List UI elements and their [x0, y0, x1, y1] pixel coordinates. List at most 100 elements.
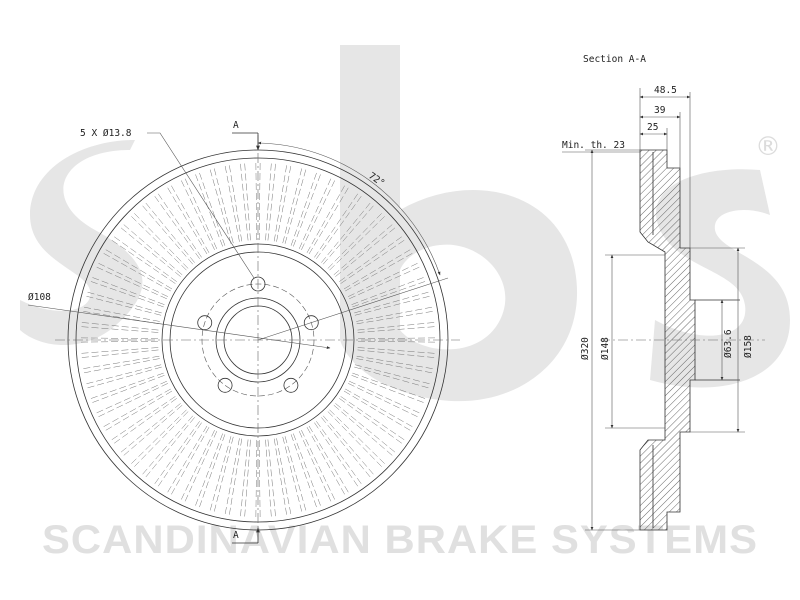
vent-line	[120, 227, 181, 277]
vent-line	[258, 162, 261, 241]
dim-overall-width: 48.5	[654, 85, 677, 96]
bolt-holes-label: 5 X Ø13.8	[80, 128, 132, 139]
vent-line	[357, 337, 436, 340]
vent-line	[357, 349, 436, 358]
vent-line	[130, 409, 187, 465]
vent-line	[267, 439, 276, 518]
vent-line	[265, 439, 272, 518]
vent-line	[357, 326, 436, 333]
vent-line	[153, 421, 200, 485]
vent-line	[194, 173, 223, 247]
vent-line	[357, 340, 436, 343]
min-thickness-label: Min. th. 23	[562, 140, 625, 151]
vent-line	[86, 291, 162, 314]
vent-line	[180, 430, 215, 501]
vent-line	[141, 415, 193, 476]
vent-line	[113, 235, 177, 282]
vent-line	[327, 411, 383, 468]
vent-line	[224, 438, 240, 515]
vent-line	[348, 383, 419, 418]
vent-line	[130, 215, 187, 271]
vent-line	[80, 326, 159, 333]
vent-line	[352, 280, 427, 308]
vent-line	[333, 405, 394, 457]
vent-line	[157, 192, 202, 258]
vent-line	[184, 431, 218, 503]
dim-center-bore: Ø63.6	[723, 329, 734, 358]
vent-line	[255, 439, 258, 518]
vent-line	[351, 375, 425, 404]
vent-line	[357, 322, 436, 331]
vent-line	[120, 403, 181, 453]
vent-line	[82, 355, 160, 370]
vent-line	[97, 383, 168, 418]
sbs-logo-watermark	[20, 45, 790, 402]
vent-line	[343, 390, 412, 432]
vent-line	[89, 280, 164, 308]
vent-line	[80, 347, 159, 354]
dim-hat-height: 39	[654, 105, 666, 116]
vent-line	[95, 380, 167, 414]
vent-line	[345, 388, 414, 428]
vent-line	[102, 252, 171, 292]
vent-line	[314, 422, 359, 488]
vent-line	[83, 306, 160, 322]
vent-line	[354, 366, 430, 389]
angle-dimension-arc	[257, 141, 441, 276]
vent-line	[83, 358, 160, 374]
vent-line	[95, 266, 167, 300]
vent-line	[80, 337, 159, 340]
vent-line	[91, 276, 165, 305]
vent-line	[91, 375, 165, 404]
vent-line	[184, 177, 218, 249]
vent-line	[354, 291, 430, 314]
section-title: Section A-A	[583, 54, 646, 65]
dim-hat-inner-diameter: Ø148	[600, 337, 611, 360]
vent-line	[273, 438, 288, 516]
vent-line	[339, 398, 403, 445]
section-marker-top: A	[233, 120, 239, 131]
vent-line	[356, 306, 433, 322]
vent-line	[166, 425, 208, 494]
vent-line	[145, 417, 195, 478]
bolt-hole	[197, 315, 213, 331]
registered-mark: ®	[755, 132, 781, 162]
vent-line	[308, 425, 350, 494]
vent-line	[290, 434, 318, 509]
vent-line	[244, 439, 251, 518]
vent-line	[194, 433, 223, 507]
dim-outer-diameter: Ø320	[580, 337, 591, 360]
vent-line	[166, 186, 208, 255]
vent-line	[351, 276, 425, 305]
vent-line	[145, 202, 195, 263]
vent-line	[354, 364, 431, 385]
vent-line	[316, 421, 363, 485]
vent-line	[356, 355, 434, 370]
logo-letter-b	[340, 45, 578, 402]
disc-front-view: A A 5 X Ø13.8 72° Ø108	[27, 120, 460, 544]
vent-line	[198, 434, 226, 509]
vent-line	[133, 411, 189, 468]
vent-line	[213, 436, 234, 513]
vent-line	[209, 436, 232, 512]
vent-line	[80, 322, 159, 331]
vent-line	[97, 262, 168, 297]
vent-line	[110, 239, 176, 284]
vent-line	[228, 164, 243, 242]
vent-line	[198, 171, 226, 246]
logo-letter-s-left	[20, 140, 143, 346]
vent-line	[85, 364, 162, 385]
vent-line	[258, 439, 261, 518]
vent-line	[89, 372, 164, 400]
vent-line	[110, 396, 176, 441]
vent-line	[85, 295, 162, 316]
vent-line	[209, 168, 232, 244]
vent-line	[356, 358, 433, 374]
vent-line	[240, 439, 249, 518]
bolt-hole	[217, 377, 233, 393]
vent-line	[228, 438, 243, 516]
bolt-holes	[197, 276, 319, 393]
vent-line	[104, 390, 173, 432]
vent-line	[301, 430, 336, 501]
